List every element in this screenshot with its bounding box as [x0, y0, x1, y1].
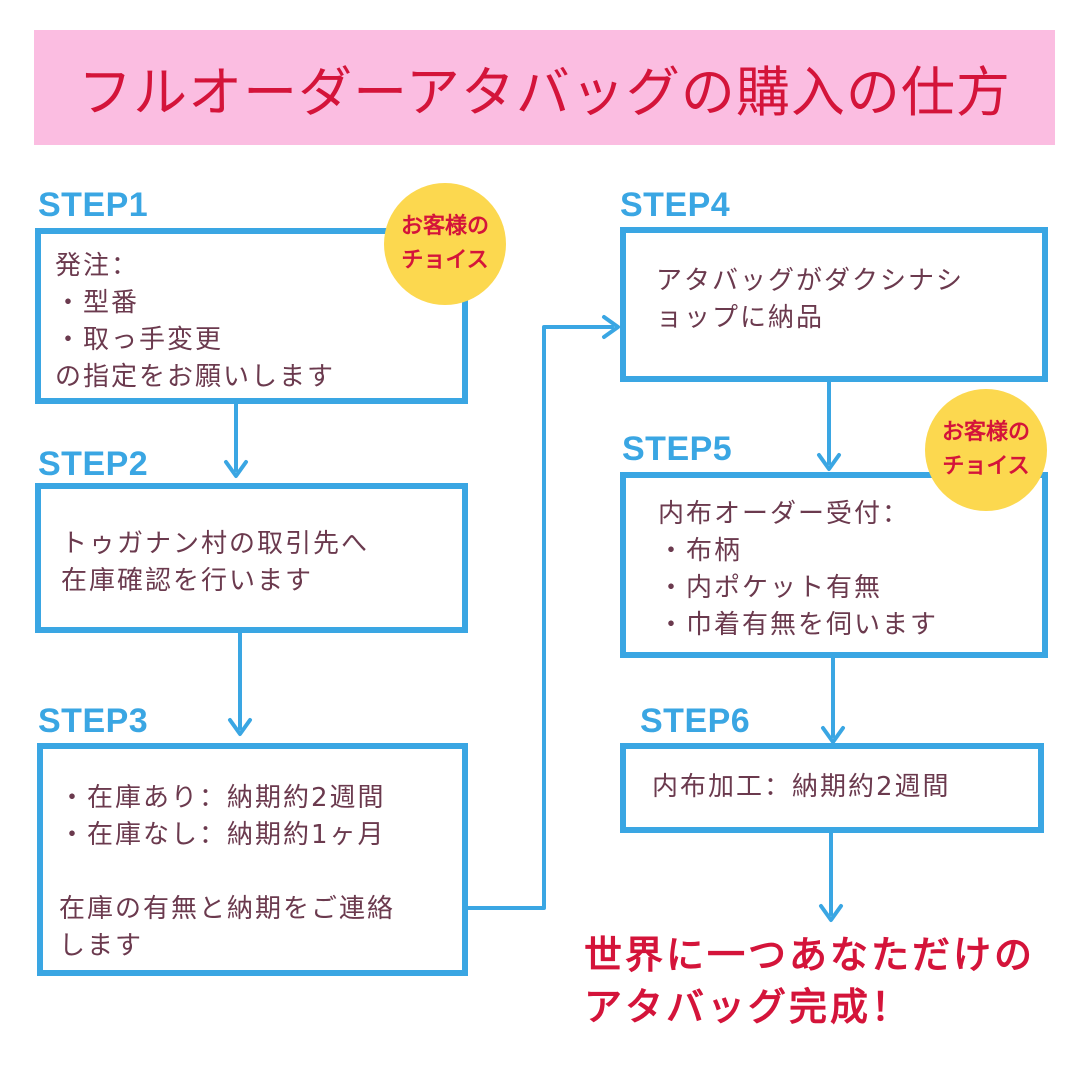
title-banner: フルオーダーアタバッグの購入の仕方 — [34, 30, 1055, 145]
step3-line: ・在庫あり：納期約2週間 — [59, 783, 386, 813]
step2-line: 在庫確認を行います — [61, 566, 314, 596]
step4-box: アタバッグがダクシナシ ョップに納品 — [620, 227, 1048, 382]
step3-line: 在庫の有無と納期をご連絡 — [59, 894, 396, 924]
step6-box: 内布加工：納期約2週間 — [620, 743, 1044, 833]
step3-line: ・在庫なし：納期約1ヶ月 — [59, 820, 386, 850]
step3-label: STEP3 — [38, 702, 149, 740]
final-message: 世界に一つあなただけの アタバッグ完成！ — [584, 929, 1035, 1033]
step6-label: STEP6 — [640, 702, 751, 740]
step1-line: ・型番 — [55, 288, 140, 318]
badge-line: チョイス — [401, 248, 489, 273]
arrow-step3-step4 — [466, 325, 614, 910]
step5-label: STEP5 — [622, 430, 733, 468]
step4-label: STEP4 — [620, 186, 731, 224]
step5-line: ・内ポケット有無 — [658, 573, 883, 603]
step4-line: ョップに納品 — [656, 303, 825, 333]
step3-box: ・在庫あり：納期約2週間 ・在庫なし：納期約1ヶ月 在庫の有無と納期をご連絡 し… — [37, 743, 468, 976]
step2-label: STEP2 — [38, 445, 149, 483]
step2-box: トゥガナン村の取引先へ 在庫確認を行います — [35, 483, 468, 633]
step3-line: します — [59, 931, 144, 961]
step2-line: トゥガナン村の取引先へ — [61, 529, 370, 559]
customer-choice-badge: お客様の チョイス — [925, 389, 1047, 511]
step5-line: 内布オーダー受付： — [658, 499, 911, 529]
step6-line: 内布加工：納期約2週間 — [652, 772, 951, 802]
step4-line: アタバッグがダクシナシ — [656, 266, 965, 296]
step1-line: ・取っ手変更 — [55, 325, 224, 355]
step1-label: STEP1 — [38, 186, 149, 224]
page-title: フルオーダーアタバッグの購入の仕方 — [78, 61, 1011, 124]
badge-line: お客様の — [400, 214, 489, 239]
badge-line: お客様の — [941, 420, 1030, 445]
final-line: アタバッグ完成！ — [584, 985, 913, 1029]
step1-line: の指定をお願いします — [55, 362, 336, 392]
step3-line — [59, 854, 462, 891]
step5-line: ・布柄 — [658, 536, 743, 566]
badge-line: チョイス — [942, 454, 1030, 479]
step5-line: ・巾着有無を伺います — [658, 610, 939, 640]
step1-line: 発注： — [55, 251, 140, 281]
customer-choice-badge: お客様の チョイス — [384, 183, 506, 305]
final-line: 世界に一つあなただけの — [584, 933, 1036, 977]
